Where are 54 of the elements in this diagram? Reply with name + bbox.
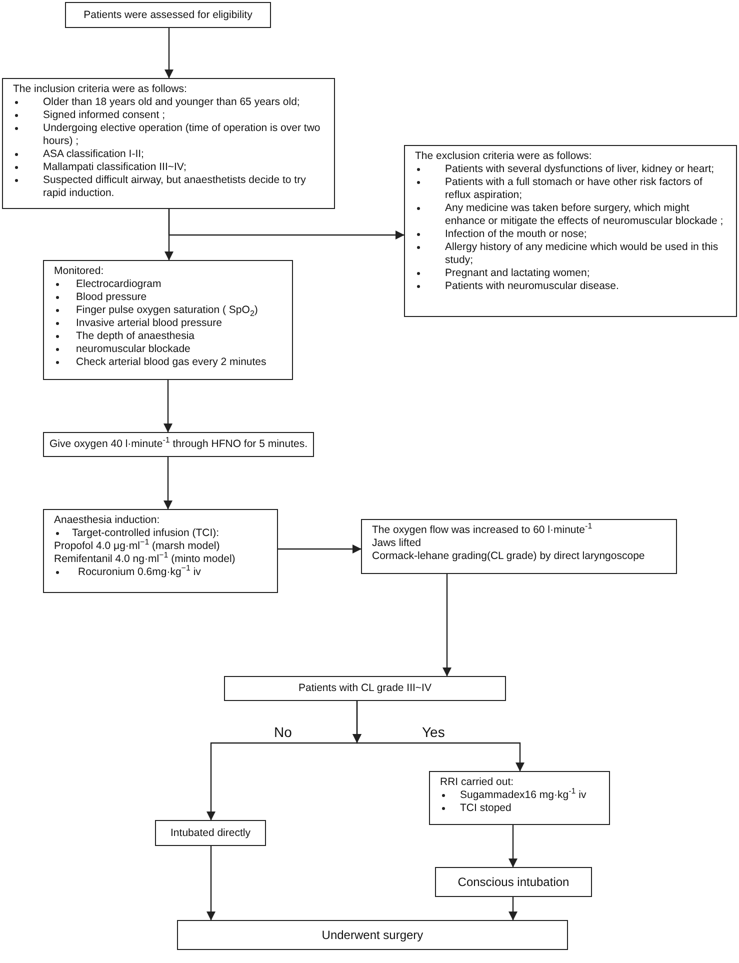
- list-item: Blood pressure: [76, 291, 147, 303]
- heading-text: The exclusion criteria were as follows:: [415, 150, 592, 162]
- process-box: [177, 920, 568, 950]
- box-text: Patients with CL grade III~IV: [298, 682, 432, 694]
- list-item: Target-controlled infusion (TCI):: [72, 527, 220, 539]
- list-item: Patients with a full stomach or have other risk factors of reflux aspiration;: [445, 176, 702, 201]
- list-item: Signed informed consent ;: [43, 109, 165, 121]
- process-box: [361, 519, 677, 574]
- box-text: Jaws lifted: [372, 537, 422, 549]
- process-box: [43, 260, 293, 380]
- heading-text: Monitored:: [54, 265, 104, 277]
- list-item: Finger pulse oxygen saturation ( SpO$_{2}$): [76, 304, 258, 316]
- box-text: The oxygen flow was increased to 60 l·minute$^{-1}$: [372, 524, 592, 536]
- list-item: Sugammadex16 mg·kg$^{-1}$ iv: [460, 789, 586, 801]
- list-item: Rocuronium 0.6mg·kg$^{−1}$ iv: [78, 566, 201, 578]
- list-item: Any medicine was taken before surgery, which might enhance or mitigate the effects of neuromuscular blockade ;: [445, 202, 724, 227]
- box-text: Give oxygen 40 l·minute$^{-1}$ through HFNO for 5 minutes.: [49, 438, 308, 450]
- criteria-box: [404, 145, 737, 317]
- process-box: [65, 2, 271, 28]
- list-item: Pregnant and lactating women;: [445, 267, 590, 279]
- process-box: [435, 867, 592, 897]
- list-item: TCI stoped: [460, 802, 512, 814]
- box-text: Cormack-lehane grading(CL grade) by direct laryngoscope: [372, 550, 645, 562]
- heading-text: The inclusion criteria were as follows:: [13, 83, 187, 95]
- list-item: Electrocardiogram: [76, 278, 162, 290]
- box-text: Underwent surgery: [322, 928, 424, 942]
- process-box: [429, 771, 610, 825]
- process-box: [155, 820, 266, 846]
- heading-text: RRI carried out:: [440, 776, 514, 788]
- list-item: Invasive arterial blood pressure: [76, 317, 222, 329]
- box-text: Remifentanil 4.0 ng·ml$^{−1}$ (minto model): [54, 553, 236, 565]
- list-item: Check arterial blood gas every 2 minutes: [76, 356, 266, 368]
- edge-label: Yes: [420, 724, 447, 740]
- list-item: Allergy history of any medicine which would be used in this study;: [445, 241, 718, 266]
- list-item: neuromuscular blockade: [76, 343, 190, 355]
- list-item: Patients with several dysfunctions of liver, kidney or heart;: [445, 163, 714, 175]
- list-item: The depth of anaesthesia: [76, 330, 195, 342]
- decision-box: [224, 676, 506, 701]
- box-text: Patients were assessed for eligibility: [84, 8, 252, 20]
- list-item: Infection of the mouth or nose;: [445, 228, 587, 240]
- box-text: Propofol 4.0 μg·ml$^{−1}$ (marsh model): [54, 540, 220, 552]
- box-text: Conscious intubation: [458, 874, 570, 888]
- list-item: Patients with neuromuscular disease.: [445, 280, 619, 292]
- list-item: Suspected difficult airway, but anaesthetists decide to try rapid induction.: [43, 174, 306, 199]
- list-item: Older than 18 years old and younger than 65 years old;: [43, 96, 300, 108]
- process-box: [43, 509, 278, 593]
- box-text: Intubated directly: [170, 826, 250, 838]
- list-item: Mallampati classification III~IV;: [43, 161, 186, 173]
- list-item: ASA classification I-II;: [43, 148, 144, 160]
- criteria-box: [2, 78, 335, 209]
- edge-label: No: [272, 724, 294, 740]
- heading-text: Anaesthesia induction:: [54, 514, 160, 526]
- list-item: Undergoing elective operation (time of operation is over two hours) ;: [43, 122, 320, 147]
- process-box: [43, 432, 314, 457]
